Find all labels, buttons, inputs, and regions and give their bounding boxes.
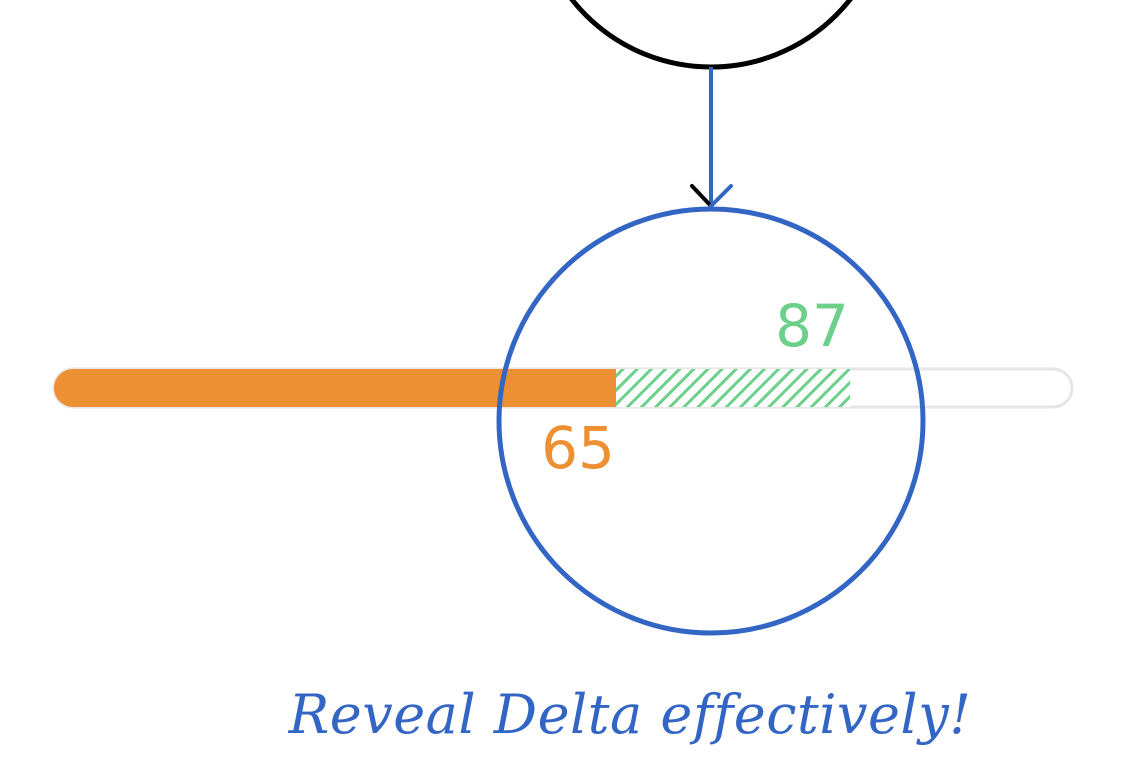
focus-circle — [496, 206, 926, 636]
caption-text: Reveal Delta effectively! — [288, 683, 972, 746]
progress-fill-delta — [616, 369, 850, 407]
connector-arrowhead-right — [709, 184, 733, 208]
progress-fill-previous — [54, 369, 616, 407]
previous-value-label: 65 — [541, 414, 615, 482]
current-value-label: 87 — [775, 292, 849, 360]
source-node-circle — [569, 0, 853, 70]
connector-arrowhead-left — [690, 184, 713, 208]
